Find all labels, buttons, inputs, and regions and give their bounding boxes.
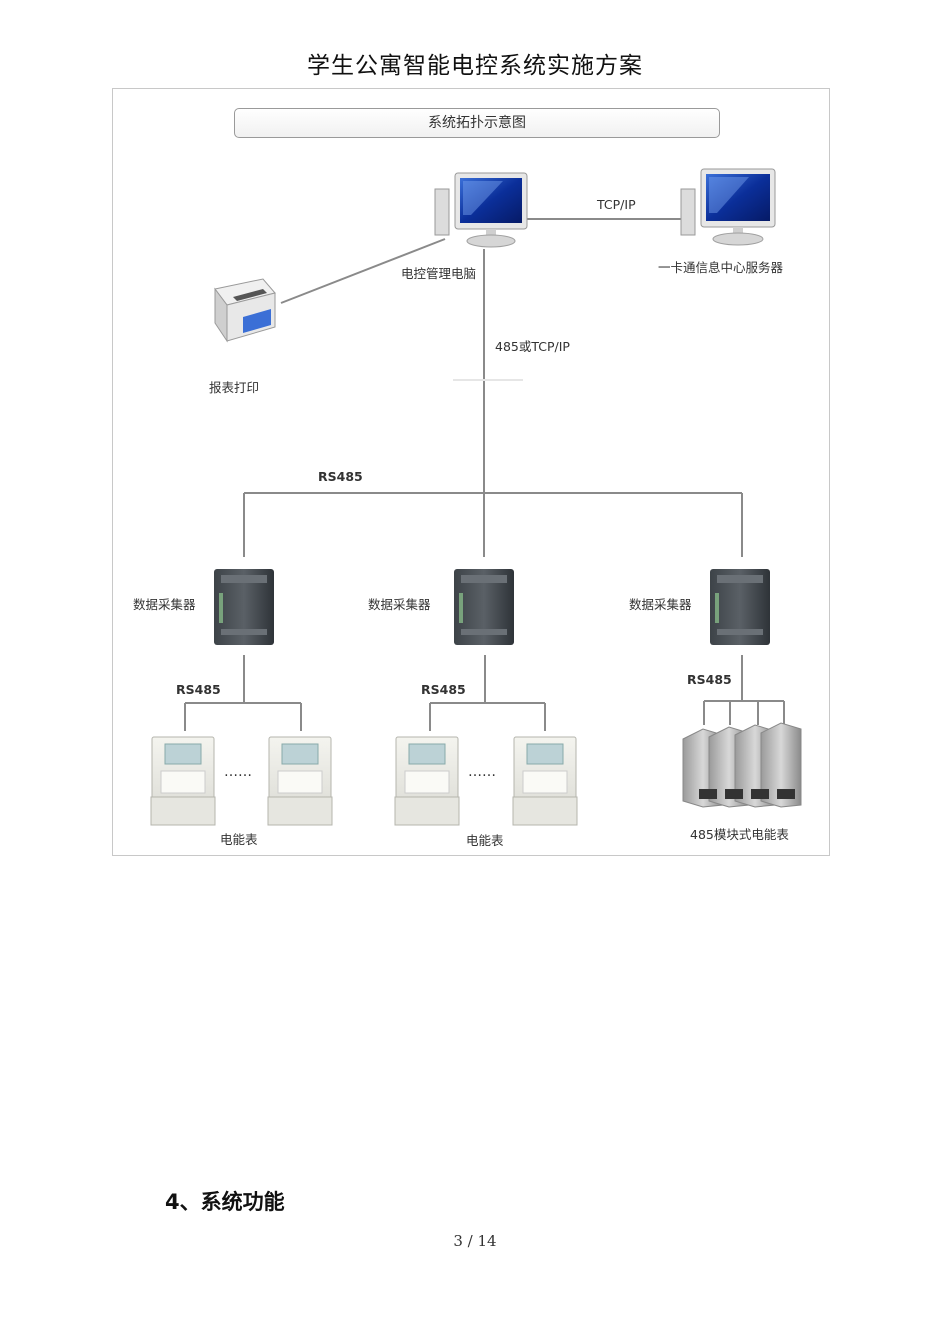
rs485-label-2: RS485 — [421, 682, 466, 697]
collector-2-label: 数据采集器 — [368, 597, 431, 612]
server-icon — [680, 168, 776, 246]
collector-3-icon — [710, 569, 770, 645]
document-title: 学生公寓智能电控系统实施方案 — [307, 53, 643, 79]
tcpip-link-label: TCP/IP — [597, 197, 636, 212]
energy-meter-icon — [150, 736, 216, 826]
meter-ellipsis-1: …… — [224, 764, 252, 780]
printer-label: 报表打印 — [209, 380, 260, 395]
module-meter-icon — [682, 722, 802, 808]
meter-group-2-label: 电能表 — [466, 833, 504, 848]
rs485-label-3: RS485 — [687, 672, 732, 687]
collector-1-label: 数据采集器 — [133, 597, 196, 612]
module-meters-label: 485模块式电能表 — [690, 827, 789, 842]
energy-meter-icon — [267, 736, 333, 826]
meter-group-1-label: 电能表 — [220, 832, 258, 847]
diagram-banner: 系统拓扑示意图 — [234, 108, 720, 138]
collector-2-icon — [454, 569, 514, 645]
rs485-label-1: RS485 — [176, 682, 221, 697]
connection-lines — [184, 218, 785, 731]
energy-meter-icon — [394, 736, 460, 826]
page-number: 3 / 14 — [453, 1232, 497, 1250]
management-pc-label: 电控管理电脑 — [401, 266, 477, 281]
main-link-label: 485或TCP/IP — [495, 339, 570, 354]
meter-ellipsis-2: …… — [468, 764, 496, 780]
collector-3-label: 数据采集器 — [629, 597, 692, 612]
topology-diagram — [150, 168, 802, 826]
section-heading: 4、系统功能 — [165, 1190, 285, 1214]
energy-meter-icon — [512, 736, 578, 826]
topology-figure: 系统拓扑示意图 电控管理电脑 一卡通信息中心服务器 报表打印 TCP/IP 48… — [112, 88, 830, 856]
server-label: 一卡通信息中心服务器 — [658, 260, 784, 275]
rs485-bus-label: RS485 — [318, 469, 363, 484]
collector-1-icon — [214, 569, 274, 645]
printer-icon — [214, 278, 276, 343]
management-pc-icon — [434, 172, 528, 248]
